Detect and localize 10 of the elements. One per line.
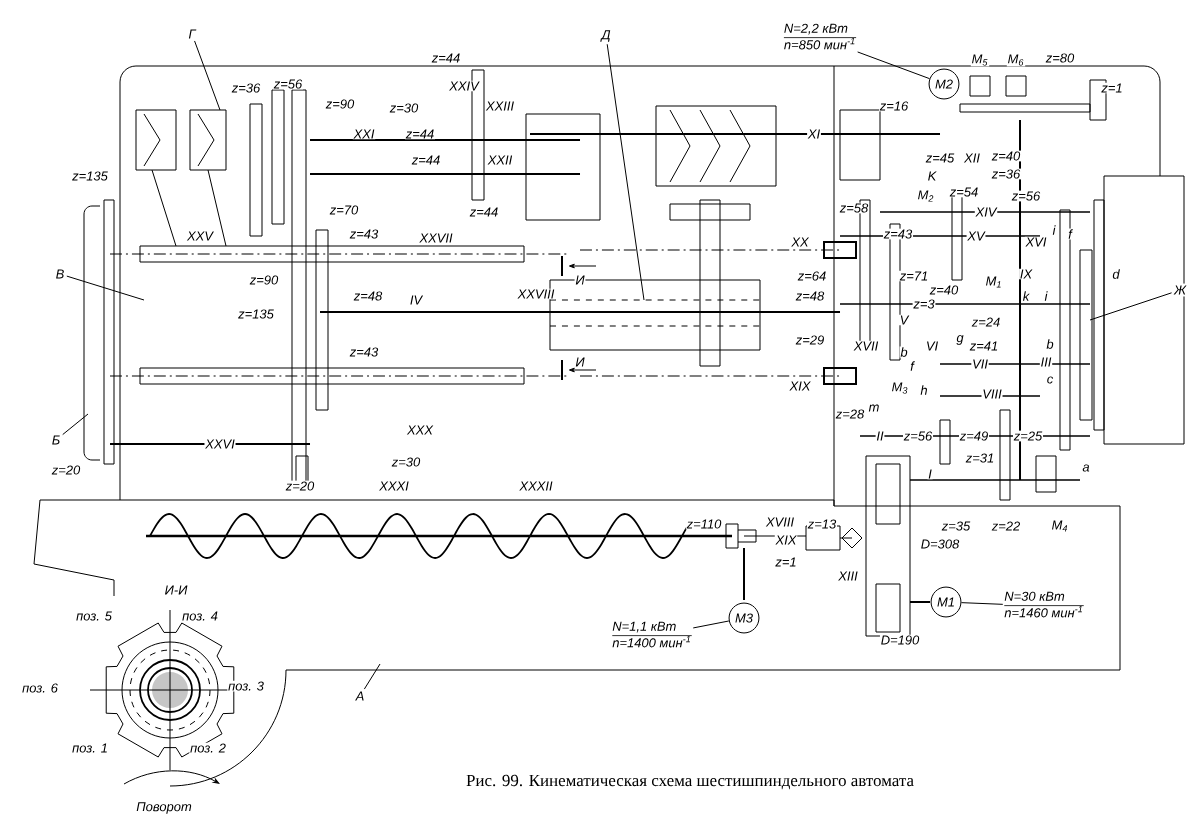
leader-line — [692, 620, 730, 629]
figure-caption: Рис. 99. Кинематическая схема шестишпиндельного автомата — [466, 774, 914, 790]
leader-line — [606, 43, 645, 301]
leader-line — [66, 275, 145, 301]
leader-line — [960, 602, 1004, 605]
leader-line — [194, 40, 221, 111]
leader-line — [62, 413, 89, 436]
leader-line — [363, 663, 381, 690]
leader-line — [857, 51, 931, 80]
leader-line — [1089, 292, 1173, 321]
